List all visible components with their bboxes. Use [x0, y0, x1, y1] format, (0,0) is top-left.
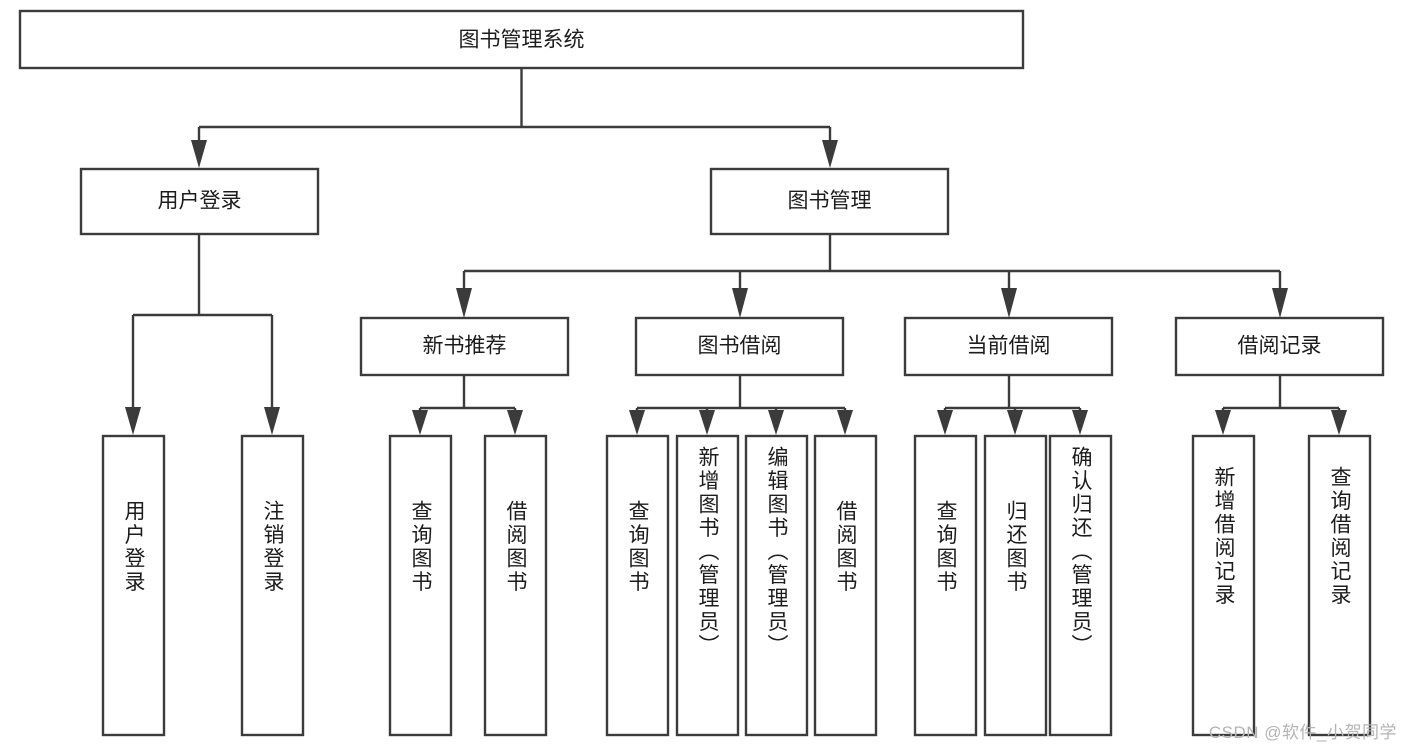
- arrow-head-nbr-leaf-1: [412, 410, 428, 435]
- watermark-text: CSDN @软件_小贺同学: [1208, 723, 1397, 742]
- node-leaf-user-login-1-box[interactable]: [101, 434, 166, 737]
- arrow-head-borrow-record: [1272, 288, 1288, 318]
- arrow-head-bb-leaf-1: [629, 410, 645, 435]
- node-leaf-nbr-1-box[interactable]: [388, 434, 453, 737]
- arrow-head-bb-leaf-4: [837, 410, 853, 435]
- arrow-head-user-login-leaf-2: [264, 407, 280, 435]
- node-leaf-cb-2-box[interactable]: [983, 434, 1048, 737]
- arrow-head-cb-leaf-3: [1072, 410, 1088, 435]
- connector-group-user-login: [125, 234, 280, 435]
- node-new-book-recommend-box[interactable]: [359, 316, 570, 377]
- node-borrow-record-label: 借阅记录: [1238, 335, 1322, 358]
- arrow-head-user-login-leaf-1: [125, 407, 141, 435]
- connector-group-root: [191, 68, 838, 168]
- connector-group-book-manage: [456, 234, 1288, 318]
- arrow-head-bb-leaf-2: [699, 410, 715, 435]
- arrow-head-new-book-recommend: [456, 288, 472, 318]
- arrow-head-br-leaf-1: [1215, 410, 1231, 435]
- arrow-head-nbr-leaf-2: [507, 410, 523, 435]
- node-leaf-bb-3-box[interactable]: [744, 434, 809, 737]
- node-leaf-user-login-2-box[interactable]: [240, 434, 305, 737]
- node-book-borrow-box[interactable]: [634, 316, 845, 377]
- connector-group-new-book-recommend: [412, 375, 523, 435]
- connector-group-book-borrow: [629, 375, 853, 435]
- node-root-label: 图书管理系统: [459, 29, 585, 52]
- node-leaf-cb-3-box[interactable]: [1048, 434, 1113, 737]
- node-user-login-box[interactable]: [79, 167, 320, 236]
- arrow-head-br-leaf-2: [1331, 410, 1347, 435]
- node-leaf-bb-2-box[interactable]: [675, 434, 740, 737]
- node-book-manage-box[interactable]: [709, 167, 950, 236]
- node-leaf-cb-1-box[interactable]: [913, 434, 978, 737]
- node-leaf-nbr-2-box[interactable]: [483, 434, 548, 737]
- node-root-box[interactable]: [18, 9, 1025, 70]
- arrow-head-book-manage: [822, 140, 838, 168]
- node-current-borrow-box[interactable]: [903, 316, 1114, 377]
- node-borrow-record-box[interactable]: [1174, 316, 1385, 377]
- arrow-head-current-borrow: [1001, 288, 1017, 318]
- node-leaf-br-2-box[interactable]: [1307, 434, 1372, 737]
- node-current-borrow-label: 当前借阅: [967, 335, 1051, 358]
- arrow-head-book-borrow: [732, 288, 748, 318]
- node-new-book-recommend-label: 新书推荐: [423, 335, 507, 358]
- arrow-head-cb-leaf-1: [937, 410, 953, 435]
- node-book-borrow-label: 图书借阅: [698, 335, 782, 358]
- node-leaf-bb-4-box[interactable]: [813, 434, 878, 737]
- node-leaf-bb-1-box[interactable]: [605, 434, 670, 737]
- node-user-login-label: 用户登录: [158, 190, 242, 213]
- node-leaf-br-1-box[interactable]: [1191, 434, 1256, 737]
- arrow-head-bb-leaf-3: [768, 410, 784, 435]
- arrow-head-user-login: [191, 140, 207, 168]
- connector-group-current-borrow: [937, 375, 1088, 435]
- arrow-head-cb-leaf-2: [1007, 410, 1023, 435]
- node-book-manage-label: 图书管理: [788, 190, 872, 213]
- connector-group-borrow-record: [1215, 375, 1347, 435]
